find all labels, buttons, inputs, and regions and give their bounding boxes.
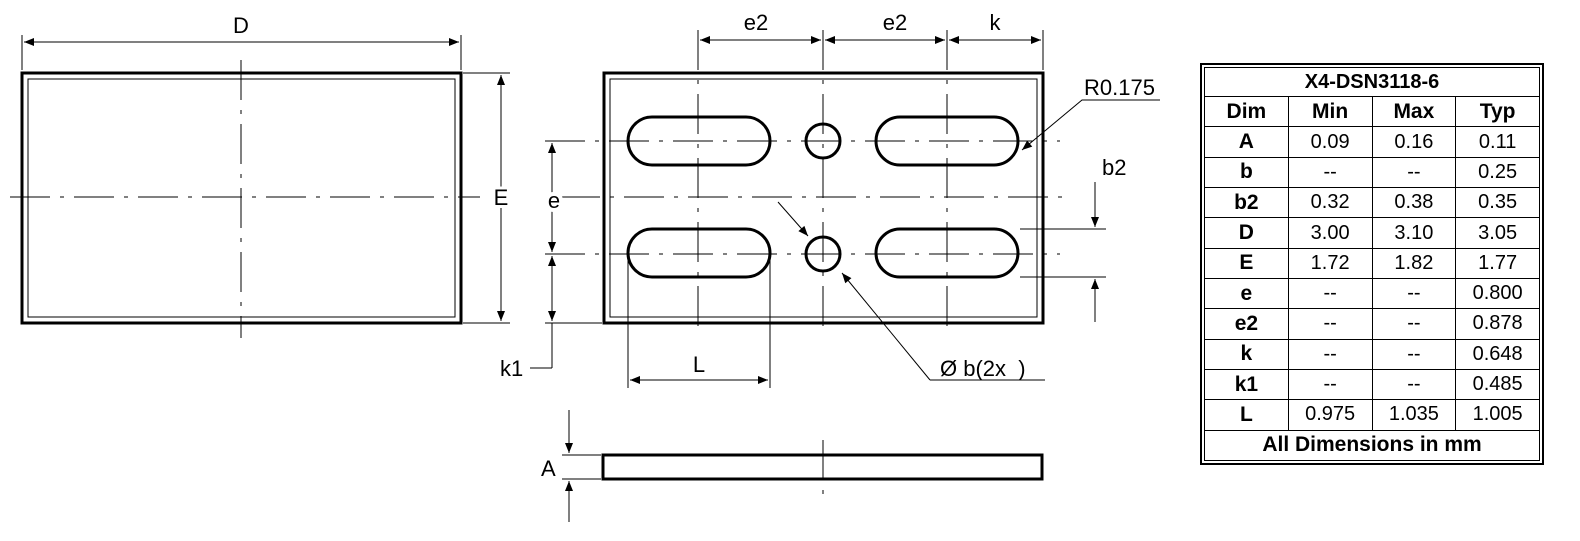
label-l: L (693, 352, 705, 377)
table-row: e----0.800 (1204, 277, 1540, 310)
label-k1: k1 (500, 356, 523, 381)
label-e2-right: e2 (883, 10, 907, 35)
pad-circle-top (804, 122, 842, 160)
label-a: A (541, 456, 556, 481)
header-typ: Typ (1455, 96, 1540, 128)
side-view (562, 410, 1044, 522)
table-title: X4-DSN3118-6 (1204, 66, 1540, 98)
table-row: e2----0.878 (1204, 308, 1540, 340)
label-e: E (494, 185, 509, 210)
diameter-leader-inner (841, 272, 931, 381)
header-dim: Dim (1204, 96, 1289, 128)
pad-bottom-left (626, 227, 772, 279)
table-row: k1----0.485 (1204, 368, 1540, 401)
label-e-pitch: e (548, 188, 560, 213)
label-k: k (990, 10, 1002, 35)
radius-leader (1021, 99, 1160, 151)
pad-bottom-right (874, 227, 1020, 279)
label-b2: b2 (1102, 155, 1126, 180)
diameter-leader-outer (777, 201, 809, 237)
table-row: k----0.648 (1204, 338, 1540, 370)
label-e2-left: e2 (744, 10, 768, 35)
header-min: Min (1287, 96, 1373, 128)
table-footer: All Dimensions in mm (1204, 429, 1540, 462)
top-view (10, 35, 510, 338)
label-radius: R0.175 (1084, 75, 1155, 100)
bottom-view (530, 30, 1160, 388)
pad-top-left (626, 115, 772, 167)
label-diameter-b: Ø b(2x ) (940, 356, 1026, 381)
pad-circle-bottom (804, 235, 842, 273)
label-d: D (233, 13, 249, 38)
table-row: b----0.25 (1204, 156, 1540, 189)
pad-top-right (874, 115, 1020, 167)
header-max: Max (1371, 96, 1457, 128)
